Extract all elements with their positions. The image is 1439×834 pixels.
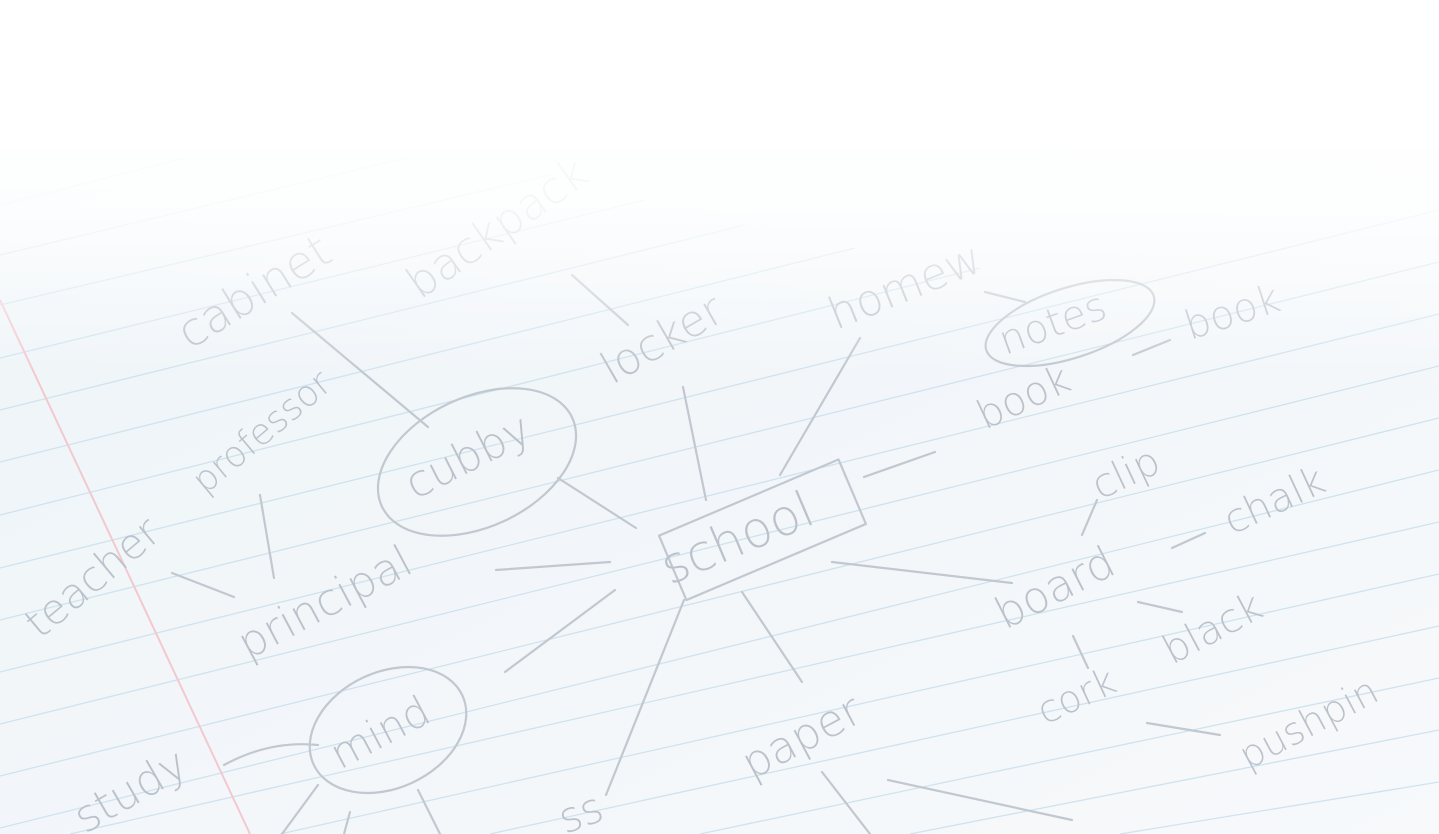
notebook-photo: cabinet backpack locker homew notes book… [0, 0, 1439, 834]
top-fade [0, 0, 1439, 834]
